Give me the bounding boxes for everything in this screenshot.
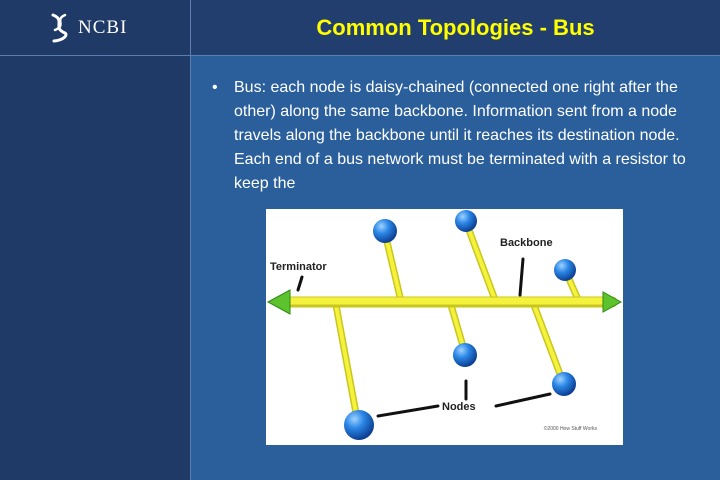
node — [373, 219, 397, 243]
slide-title: Common Topologies - Bus — [191, 0, 720, 56]
bus-topology-diagram: Terminator Backbone Nodes ©2000 How Stuf… — [266, 209, 623, 445]
right-terminator — [602, 291, 623, 313]
node — [344, 410, 374, 440]
bullet-text: Bus: each node is daisy-chained (connect… — [234, 79, 686, 192]
left-terminator — [266, 289, 291, 315]
node — [453, 343, 477, 367]
node — [455, 210, 477, 232]
logo-text: NCBI — [78, 17, 128, 38]
node — [554, 259, 576, 281]
node — [552, 372, 576, 396]
bullet-list: • Bus: each node is daisy-chained (conne… — [212, 76, 686, 196]
dna-helix-icon — [51, 13, 68, 43]
bullet-marker: • — [212, 79, 218, 96]
backbone-label: Backbone — [500, 237, 553, 249]
bus-diagram-graphic — [266, 210, 623, 440]
nodes-label: Nodes — [442, 401, 476, 413]
ncbi-logo-panel: NCBI — [0, 0, 191, 56]
copyright-notice: ©2000 How Stuff Works — [543, 426, 597, 432]
bullet-item: • Bus: each node is daisy-chained (conne… — [212, 76, 686, 196]
left-sidebar — [0, 56, 191, 480]
network-nodes — [344, 210, 576, 440]
ncbi-logo: NCBI — [48, 10, 138, 46]
label-pointers — [296, 257, 552, 418]
terminator-label: Terminator — [270, 261, 327, 273]
